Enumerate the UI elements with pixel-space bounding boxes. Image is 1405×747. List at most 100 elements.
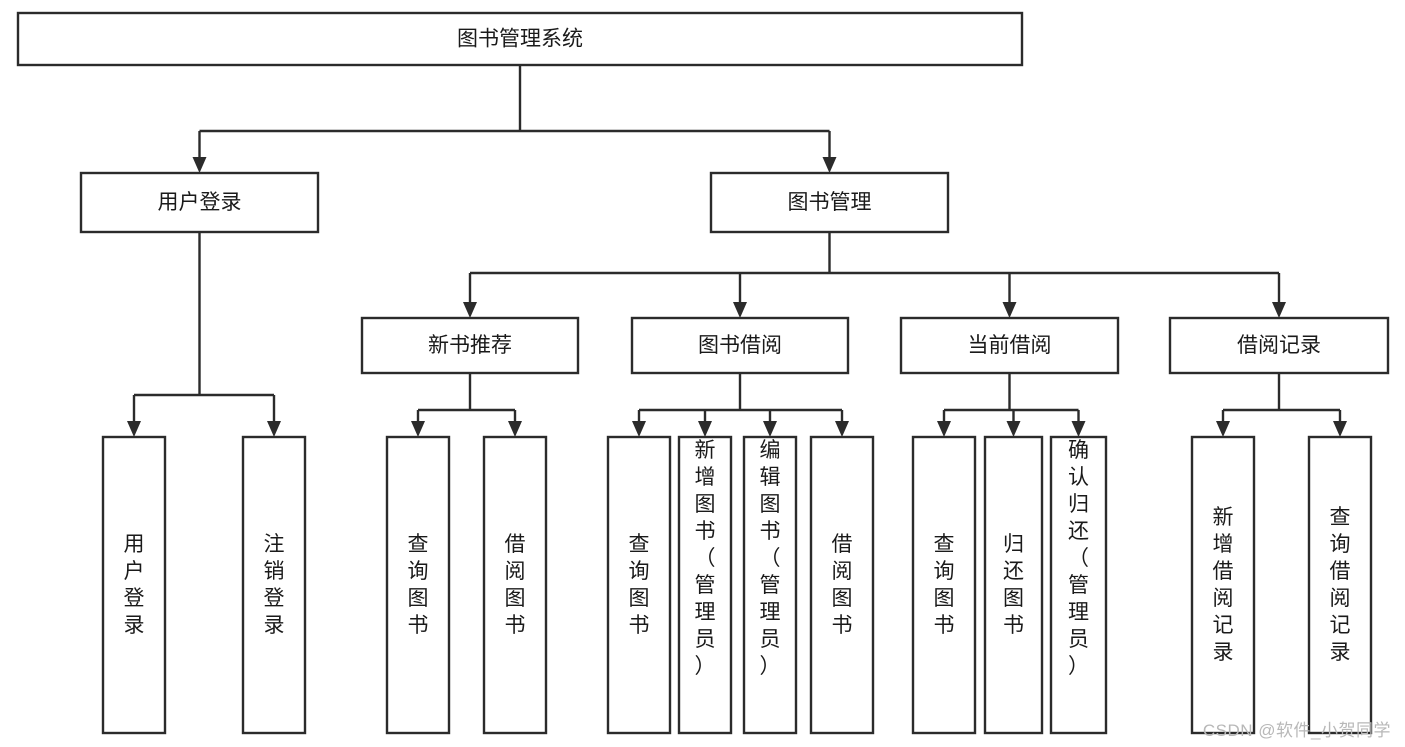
connector-group bbox=[937, 373, 1086, 437]
node-leaf-query-record-label-char: 阅 bbox=[1330, 587, 1351, 610]
node-root-label: 图书管理系统 bbox=[457, 28, 583, 51]
node-leaf-borrow-book-1-label-char: 借 bbox=[505, 533, 526, 556]
node-leaf-edit-book-label-char: 图 bbox=[760, 493, 781, 516]
arrow-head-icon bbox=[632, 421, 646, 437]
node-leaf-edit-book-label-char: 书 bbox=[760, 520, 781, 543]
node-leaf-confirm-return-label-char: 归 bbox=[1068, 493, 1089, 516]
node-leaf-add-book-label-char: 管 bbox=[695, 574, 716, 597]
node-leaf-query-record-label-char: 询 bbox=[1330, 533, 1351, 556]
node-leaf-edit-book-label-char: ） bbox=[760, 655, 781, 678]
node-leaf-add-record-label-char: 记 bbox=[1213, 614, 1234, 637]
arrow-head-icon bbox=[192, 157, 207, 173]
node-leaf-query-record-label-char: 查 bbox=[1330, 506, 1351, 529]
node-leaf-add-record-label-char: 借 bbox=[1213, 560, 1234, 583]
node-leaf-logout-label-char: 注 bbox=[264, 533, 285, 556]
node-leaf-logout-label-char: 销 bbox=[264, 560, 285, 583]
node-leaf-add-book-label-char: ） bbox=[695, 655, 716, 678]
node-leaf-user-login-label-char: 录 bbox=[124, 614, 145, 637]
node-leaf-confirm-return-label-char: 认 bbox=[1068, 466, 1089, 489]
arrow-head-icon bbox=[411, 421, 425, 437]
node-leaf-return-book-label-char: 归 bbox=[1003, 533, 1024, 556]
arrow-head-icon bbox=[1071, 421, 1086, 437]
node-book-borrow[interactable]: 图书借阅 bbox=[630, 316, 850, 375]
node-leaf-add-book-label-char: 书 bbox=[695, 520, 716, 543]
node-leaf-borrow-book-2-label-char: 阅 bbox=[832, 560, 853, 583]
node-leaf-edit-book-label-char: 辑 bbox=[760, 466, 781, 489]
node-leaf-logout-label-char: 登 bbox=[264, 587, 285, 610]
node-leaf-confirm-return-label-char: 还 bbox=[1068, 520, 1089, 543]
arrow-head-icon bbox=[1002, 302, 1017, 318]
node-leaf-add-book-label-char: （ bbox=[695, 547, 716, 570]
node-leaf-query-record-label-char: 借 bbox=[1330, 560, 1351, 583]
connector-group bbox=[127, 232, 281, 437]
node-leaf-user-login-label-char: 用 bbox=[124, 533, 145, 556]
arrow-head-icon bbox=[1216, 421, 1230, 437]
arrow-head-icon bbox=[1006, 421, 1021, 437]
node-book-manage-label: 图书管理 bbox=[788, 191, 872, 214]
node-leaf-query-book-1-label-char: 查 bbox=[408, 533, 429, 556]
node-borrow-record[interactable]: 借阅记录 bbox=[1168, 316, 1390, 375]
node-leaf-edit-book-label-char: （ bbox=[760, 547, 781, 570]
arrow-head-icon bbox=[267, 421, 281, 437]
node-user-login[interactable]: 用户登录 bbox=[79, 171, 320, 234]
node-leaf-query-book-1-label-char: 询 bbox=[408, 560, 429, 583]
node-leaf-return-book-label-char: 图 bbox=[1003, 587, 1024, 610]
node-leaf-query-book-3-label-char: 书 bbox=[934, 614, 955, 637]
node-new-book-rec[interactable]: 新书推荐 bbox=[360, 316, 580, 375]
node-leaf-add-record-label-char: 录 bbox=[1213, 641, 1234, 664]
node-leaf-borrow-book-2-label-char: 借 bbox=[832, 533, 853, 556]
arrow-head-icon bbox=[822, 157, 837, 173]
node-leaf-user-login[interactable]: 用户登录 bbox=[101, 435, 167, 735]
node-leaf-edit-book-label-char: 管 bbox=[760, 574, 781, 597]
connectors-layer bbox=[127, 65, 1347, 437]
node-leaf-edit-book-label-char: 编 bbox=[760, 439, 781, 462]
node-leaf-add-book-label-char: 理 bbox=[695, 601, 716, 624]
node-leaf-query-record-label-char: 录 bbox=[1330, 641, 1351, 664]
arrow-head-icon bbox=[1272, 302, 1286, 318]
node-leaf-borrow-book-2-label-char: 图 bbox=[832, 587, 853, 610]
node-leaf-add-book-label-char: 新 bbox=[695, 439, 716, 462]
connector-group bbox=[411, 373, 522, 437]
node-leaf-query-book-3-label-char: 图 bbox=[934, 587, 955, 610]
node-leaf-return-book-label-char: 书 bbox=[1003, 614, 1024, 637]
node-book-borrow-label: 图书借阅 bbox=[698, 334, 782, 357]
node-leaf-query-book-2-label-char: 查 bbox=[629, 533, 650, 556]
node-leaf-user-login-label-char: 登 bbox=[124, 587, 145, 610]
node-root[interactable]: 图书管理系统 bbox=[16, 11, 1024, 67]
node-leaf-add-record-label-char: 新 bbox=[1213, 506, 1234, 529]
node-leaf-query-record-label-char: 记 bbox=[1330, 614, 1351, 637]
node-user-login-label: 用户登录 bbox=[158, 191, 242, 214]
node-leaf-borrow-book-1-label-char: 阅 bbox=[505, 560, 526, 583]
connector-group bbox=[463, 232, 1286, 318]
connector-group bbox=[1216, 373, 1347, 437]
node-leaf-logout-label-char: 录 bbox=[264, 614, 285, 637]
node-book-manage[interactable]: 图书管理 bbox=[709, 171, 950, 234]
arrow-head-icon bbox=[835, 421, 849, 437]
node-leaf-query-book-1-label-char: 书 bbox=[408, 614, 429, 637]
node-leaf-add-book-label-char: 员 bbox=[695, 628, 716, 651]
node-leaf-return-book-label-char: 还 bbox=[1003, 560, 1024, 583]
arrow-head-icon bbox=[698, 421, 712, 437]
node-leaf-add-book-label-char: 图 bbox=[695, 493, 716, 516]
node-leaf-edit-book-label-char: 员 bbox=[760, 628, 781, 651]
node-leaf-confirm-return-label-char: 确 bbox=[1068, 439, 1089, 462]
node-leaf-add-record-label-char: 增 bbox=[1213, 533, 1234, 556]
node-current-borrow[interactable]: 当前借阅 bbox=[899, 316, 1120, 375]
node-leaf-query-book-2-label-char: 询 bbox=[629, 560, 650, 583]
node-leaf-user-login-label-char: 户 bbox=[124, 560, 145, 583]
node-leaf-confirm-return-label-char: ） bbox=[1068, 655, 1089, 678]
node-leaf-confirm-return-label-char: 员 bbox=[1068, 628, 1089, 651]
